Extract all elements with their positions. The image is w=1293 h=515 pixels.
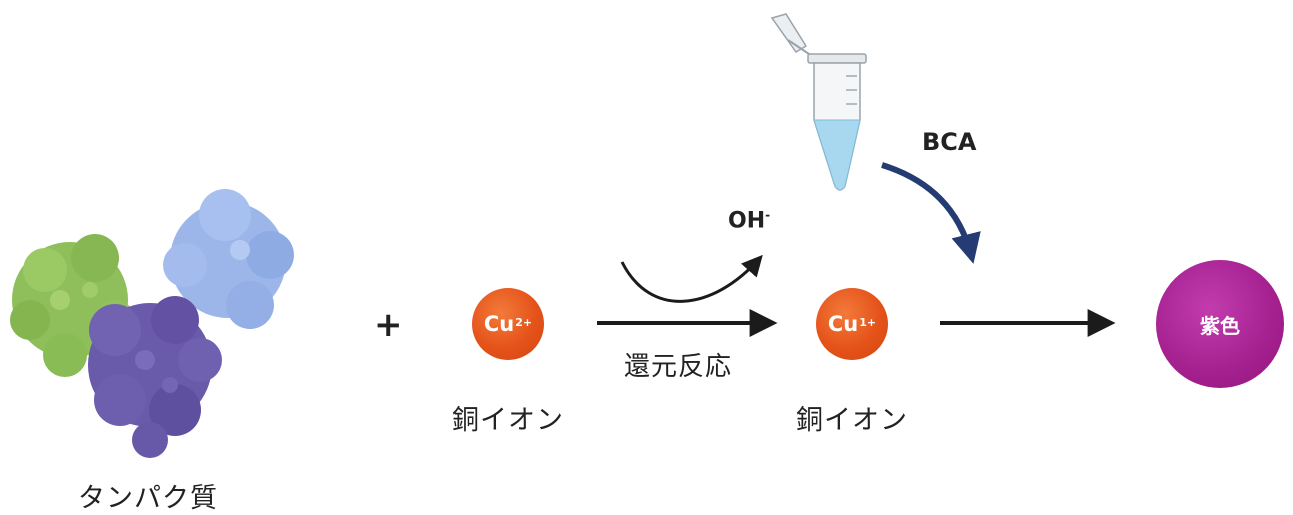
reduction-label: 還元反応: [624, 352, 733, 382]
protein-label: タンパク質: [78, 483, 218, 514]
protein-green-subunit: [10, 234, 135, 377]
protein-blue-subunit: [163, 189, 294, 329]
plus-sign: +: [374, 305, 403, 345]
hydroxide-label: OH-: [728, 208, 770, 233]
hydroxide-formula: OH: [728, 208, 766, 234]
tube-icon: [770, 13, 867, 191]
cu2-symbol: Cu: [483, 312, 515, 336]
cu1-charge: 1+: [859, 315, 877, 329]
copper-ion-label-left: 銅イオン: [452, 405, 564, 436]
purple-product-circle: 紫色: [1156, 260, 1284, 388]
hydroxide-charge: -: [765, 208, 771, 222]
protein-purple-subunit: [88, 296, 222, 458]
bca-label: BCA: [922, 128, 977, 156]
hydroxide-arrow: [620, 254, 763, 303]
cu1-symbol: Cu: [827, 312, 859, 336]
cu2-charge: 2+: [515, 315, 533, 329]
protein-illustration: [10, 189, 294, 458]
copper-ion-label-right: 銅イオン: [796, 405, 908, 436]
purple-product-label: 紫色: [1200, 313, 1240, 338]
bca-arrow: [881, 162, 981, 264]
